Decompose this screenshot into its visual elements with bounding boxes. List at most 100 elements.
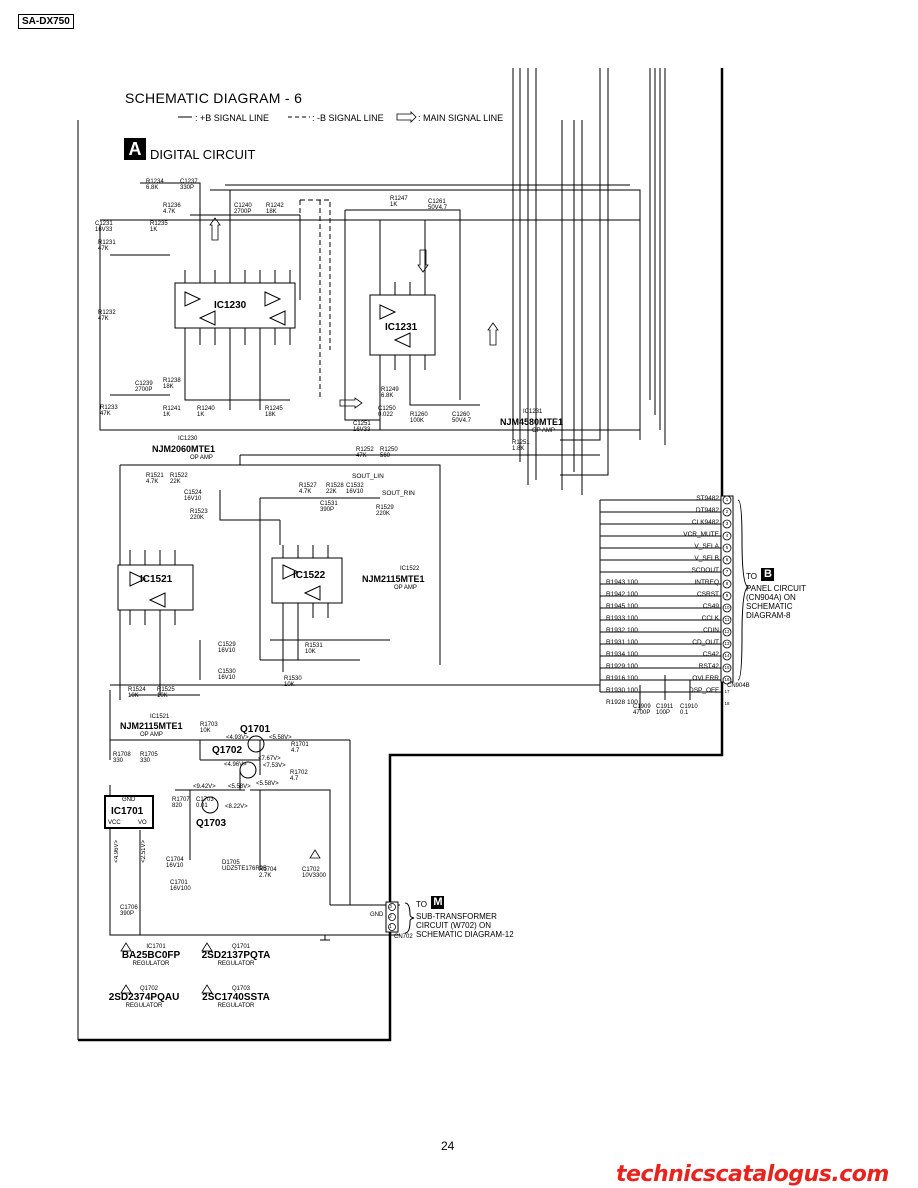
cn904b-pin-number-16: 16 — [724, 677, 730, 682]
ic1230-role: OP AMP — [190, 455, 213, 461]
cn904b-resistor-8: R1943 100 — [606, 579, 638, 586]
ic1230-ref: IC1230 — [178, 436, 198, 442]
label-c1911: C1911 100P — [656, 704, 674, 716]
cn904b-pin-number-7: 7 — [725, 569, 729, 574]
ic1231-part: NJM4580MTE1 — [500, 417, 564, 427]
cn904b-signal-1: ST9482 — [696, 495, 719, 502]
parts-q1703-part: 2SC1740SSTA — [202, 992, 270, 1003]
label-c1250: C1250 0.022 — [378, 406, 396, 418]
connector-m-line-2: SUB-TRANSFORMER — [416, 912, 497, 921]
label-r1245: R1245 18K — [265, 406, 283, 418]
diagram-title: SCHEMATIC DIAGRAM - 6 — [125, 90, 303, 106]
label-c1531: C1531 390P — [320, 501, 338, 513]
label-d1705: D1705 UDZ5TE176R2B — [222, 860, 268, 872]
connector-m-letter: M — [431, 896, 445, 910]
label-c1251: C1251 16V33 — [353, 421, 371, 433]
cn904b-pin-number-5: 5 — [725, 545, 729, 550]
connector-b-letter: B — [761, 568, 775, 582]
section-title: DIGITAL CIRCUIT — [150, 147, 256, 162]
cn904b-resistor-14: R1934 100 — [606, 651, 638, 658]
cn904b-pin-number-4: 4 — [725, 533, 729, 538]
cn904b-signal-10: CS49 — [702, 603, 719, 610]
cn702-pin-2: 2 — [389, 914, 392, 920]
voltage-7: <9.42V> — [193, 784, 216, 790]
label-r1231: R1231 47K — [98, 240, 116, 252]
legend-minus-b: : -B SIGNAL LINE — [312, 113, 384, 123]
label-c1706: C1706 390P — [120, 905, 138, 917]
label-r1233: R1233 47K — [100, 405, 118, 417]
cn904b-resistor-16: R1916 100 — [606, 675, 638, 682]
cn904b-pin-number-13: 13 — [724, 641, 730, 646]
watermark-link[interactable]: technicscatalogus.com — [616, 1162, 889, 1187]
label-r1250: R1250 560 — [380, 447, 398, 459]
label-c1239: C1239 2700P — [135, 381, 153, 393]
legend-plus-b: : +B SIGNAL LINE — [195, 113, 269, 123]
label-r1236: R1236 4.7K — [163, 203, 181, 215]
ic1522-part: NJM2115MTE1 — [362, 574, 425, 584]
label-c1910: C1910 0.1 — [680, 704, 698, 716]
parts-ic1701-role: REGULATOR — [132, 961, 170, 967]
parts-q1703-role: REGULATOR — [217, 1003, 255, 1009]
ic1231-label: IC1231 — [385, 322, 418, 333]
q1701-label: Q1701 — [240, 724, 271, 735]
label-c1532: C1532 16V10 — [346, 483, 364, 495]
label-r1241: R1241 1K — [163, 406, 181, 418]
label-c1261: C1261 50V4.7 — [428, 199, 448, 211]
label-c1701: C1701 16V100 — [170, 880, 191, 892]
connector-b-target: TO B PANEL CIRCUIT (CN904A) ON SCHEMATIC… — [746, 566, 806, 620]
cn904b-signal-3: CLK9482 — [691, 519, 719, 526]
cn904b-pin-number-10: 10 — [724, 605, 730, 610]
ic1230-label: IC1230 — [214, 300, 247, 311]
cn904b-signal-6: V_SELB — [694, 555, 719, 562]
connector-b-line-3: (CN904A) ON — [746, 593, 796, 602]
ic1701-label: IC1701 — [111, 806, 144, 817]
cn904b-signal-5: V_SELA — [694, 543, 719, 550]
cn904b-signal-17: DSP_OFF — [689, 687, 719, 694]
section-letter: A — [124, 138, 146, 160]
cn904b-signal-12: CDIN — [703, 627, 719, 634]
label-r1247: R1247 1K — [390, 196, 408, 208]
label-r1251: R1251 1.8K — [512, 440, 530, 452]
label-r1234: R1234 6.8K — [146, 179, 164, 191]
parts-q1701-role: REGULATOR — [217, 961, 255, 967]
cn904b-pin-number-2: 2 — [725, 509, 729, 514]
cn904b-pin-number-8: 8 — [725, 581, 729, 586]
parts-ic1701-ref: IC1701 — [146, 944, 166, 950]
parts-q1701-part: 2SD2137PQTA — [201, 950, 271, 961]
label-r1260: R1260 100K — [410, 412, 428, 424]
cn904b-pin-number-6: 6 — [725, 557, 729, 562]
cn904b-resistor-10: R1945 100 — [606, 603, 638, 610]
parts-q1702-ref: Q1702 — [139, 986, 158, 992]
cn904b-signal-4: VCR_MUTE — [683, 531, 719, 538]
label-r1524: R1524 10K — [128, 687, 146, 699]
cn904b-pin-number-9: 9 — [725, 593, 729, 598]
voltage-4: <7.53V> — [263, 763, 286, 769]
ic1701-vo: VO — [138, 820, 147, 826]
voltage-10: <4.96V> — [114, 840, 120, 863]
cn904b-resistor-18: R1928 100 — [606, 699, 638, 706]
ic1231-ref: IC1231 — [523, 409, 543, 415]
cn904b-signal-14: CS42 — [702, 651, 719, 658]
cn702-name: CN702 — [394, 934, 413, 940]
cn904b-signal-2: DT9482 — [695, 507, 719, 514]
cn702-pin-3: 3 — [389, 904, 392, 910]
ic1521-label: IC1521 — [140, 574, 173, 585]
parts-q1703: Q1703 2SC1740SSTA REGULATOR — [196, 986, 276, 1009]
label-c1524: C1524 16V10 — [184, 490, 202, 502]
parts-q1702: Q1702 2SD2374PQAU REGULATOR — [104, 986, 184, 1009]
net-sout-rin: SOUT_RIN — [382, 490, 415, 497]
cn904b-pin-number-15: 15 — [724, 665, 730, 670]
label-r1521: R1521 4.7K — [146, 473, 164, 485]
cn904b-pin-number-11: 11 — [724, 617, 730, 622]
label-r1529: R1529 220K — [376, 505, 394, 517]
ic1701-vcc: VCC — [108, 820, 121, 826]
q1703-label: Q1703 — [196, 818, 227, 829]
voltage-8: <5.58V> — [228, 784, 251, 790]
label-r1702: R1702 4.7 — [290, 770, 308, 782]
legend-main: : MAIN SIGNAL LINE — [418, 113, 504, 123]
page-number: 24 — [441, 1139, 455, 1153]
label-r1249: R1249 6.8K — [381, 387, 399, 399]
label-c1530: C1530 16V10 — [218, 669, 236, 681]
cn904b-resistor-17: R1930 100 — [606, 687, 638, 694]
voltage-5: <4.96V> — [224, 762, 247, 768]
